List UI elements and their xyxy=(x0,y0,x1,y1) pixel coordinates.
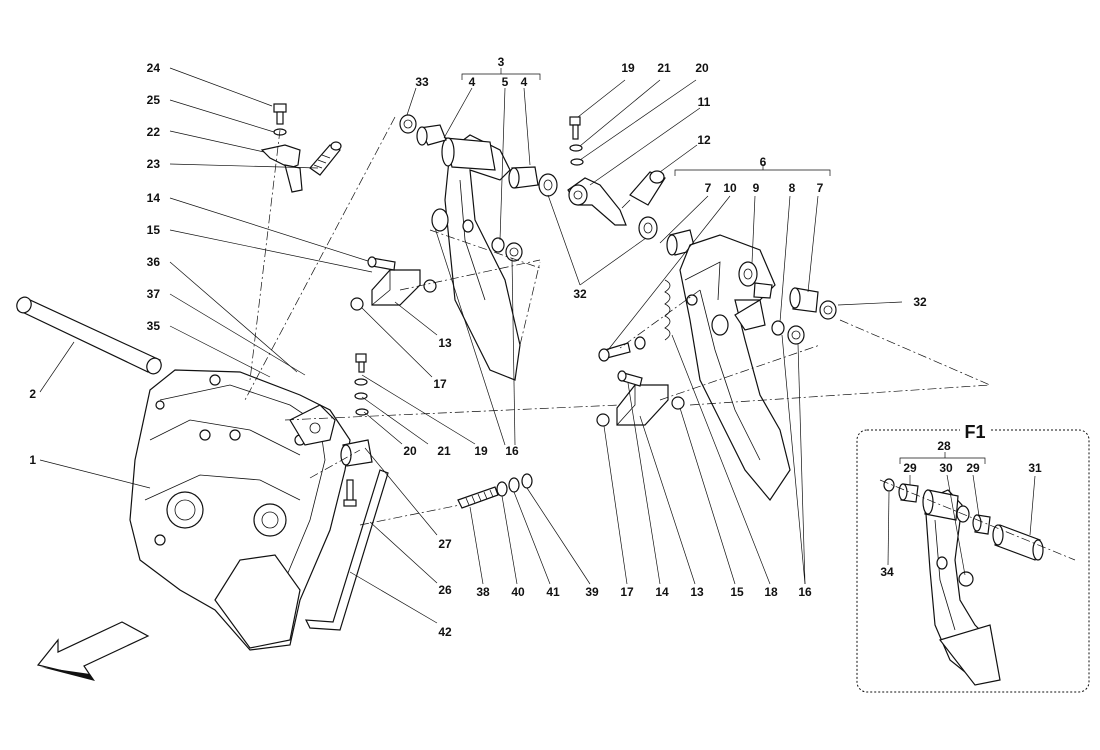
linkage-rod xyxy=(304,469,389,631)
callout-36: 36 xyxy=(147,255,161,269)
callout-15-upper: 15 xyxy=(147,223,161,237)
switch-bracket-lower xyxy=(596,370,685,427)
direction-arrow xyxy=(36,621,150,681)
callout-13-upper: 13 xyxy=(438,336,452,350)
callout-19-lower: 19 xyxy=(474,444,488,458)
callout-25: 25 xyxy=(147,93,161,107)
callout-labels: 24 25 22 23 14 15 36 37 35 2 1 33 3 4 5 … xyxy=(29,55,1042,639)
callout-18: 18 xyxy=(764,585,778,599)
callout-27: 27 xyxy=(438,537,452,551)
detail-panel-title: F1 xyxy=(964,422,985,442)
callout-29-right: 29 xyxy=(966,461,980,475)
callout-32-right: 32 xyxy=(913,295,927,309)
callout-7-left: 7 xyxy=(705,181,712,195)
callout-31: 31 xyxy=(1028,461,1042,475)
callout-14-upper: 14 xyxy=(147,191,161,205)
callout-17-upper: 17 xyxy=(433,377,447,391)
callout-5: 5 xyxy=(502,75,509,89)
callout-32-center: 32 xyxy=(573,287,587,301)
callout-1: 1 xyxy=(29,453,36,467)
callout-21-upper: 21 xyxy=(657,61,671,75)
pedal-console-bracket xyxy=(129,369,351,651)
callout-16-upper: 16 xyxy=(505,444,519,458)
stop-screw-group xyxy=(340,353,373,507)
pivot-shaft xyxy=(16,296,162,375)
switch-bracket-upper xyxy=(350,256,437,311)
callout-12: 12 xyxy=(697,133,711,147)
callout-26: 26 xyxy=(438,583,452,597)
callout-28: 28 xyxy=(937,439,951,453)
callout-20-upper: 20 xyxy=(695,61,709,75)
callout-10: 10 xyxy=(723,181,737,195)
clutch-pedal xyxy=(399,114,558,381)
callout-20-lower: 20 xyxy=(403,444,417,458)
callout-6: 6 xyxy=(760,155,767,169)
callout-17-lower: 17 xyxy=(620,585,634,599)
callout-21-lower: 21 xyxy=(437,444,451,458)
callout-22: 22 xyxy=(147,125,161,139)
callout-2: 2 xyxy=(29,387,36,401)
callout-23: 23 xyxy=(147,157,161,171)
callout-34: 34 xyxy=(880,565,894,579)
callout-9: 9 xyxy=(753,181,760,195)
sensor-lever-group xyxy=(567,116,666,240)
detail-panel-f1: F1 xyxy=(856,420,1090,693)
callout-30: 30 xyxy=(939,461,953,475)
assembly-reference-lines xyxy=(244,116,991,526)
callout-4-left: 4 xyxy=(469,75,476,89)
callout-8: 8 xyxy=(789,181,796,195)
callout-41: 41 xyxy=(546,585,560,599)
callout-39: 39 xyxy=(585,585,599,599)
callout-11: 11 xyxy=(698,95,711,109)
callout-42: 42 xyxy=(438,625,452,639)
callout-38: 38 xyxy=(476,585,490,599)
callout-35: 35 xyxy=(147,319,161,333)
callout-13-lower: 13 xyxy=(690,585,704,599)
callout-40: 40 xyxy=(511,585,525,599)
adjust-rod-group xyxy=(457,473,533,509)
adjuster-screw-group xyxy=(260,103,342,193)
brake-pedal xyxy=(598,229,837,502)
callout-29-left: 29 xyxy=(903,461,917,475)
callout-15-lower: 15 xyxy=(730,585,744,599)
callout-37: 37 xyxy=(147,287,161,301)
callout-3: 3 xyxy=(498,55,505,69)
callout-33: 33 xyxy=(415,75,429,89)
callout-16-lower: 16 xyxy=(798,585,812,599)
callout-7-right: 7 xyxy=(817,181,824,195)
callout-14-lower: 14 xyxy=(655,585,669,599)
callout-4-right: 4 xyxy=(521,75,528,89)
leader-lines xyxy=(39,67,903,624)
callout-19-upper: 19 xyxy=(621,61,635,75)
callout-24: 24 xyxy=(147,61,161,75)
